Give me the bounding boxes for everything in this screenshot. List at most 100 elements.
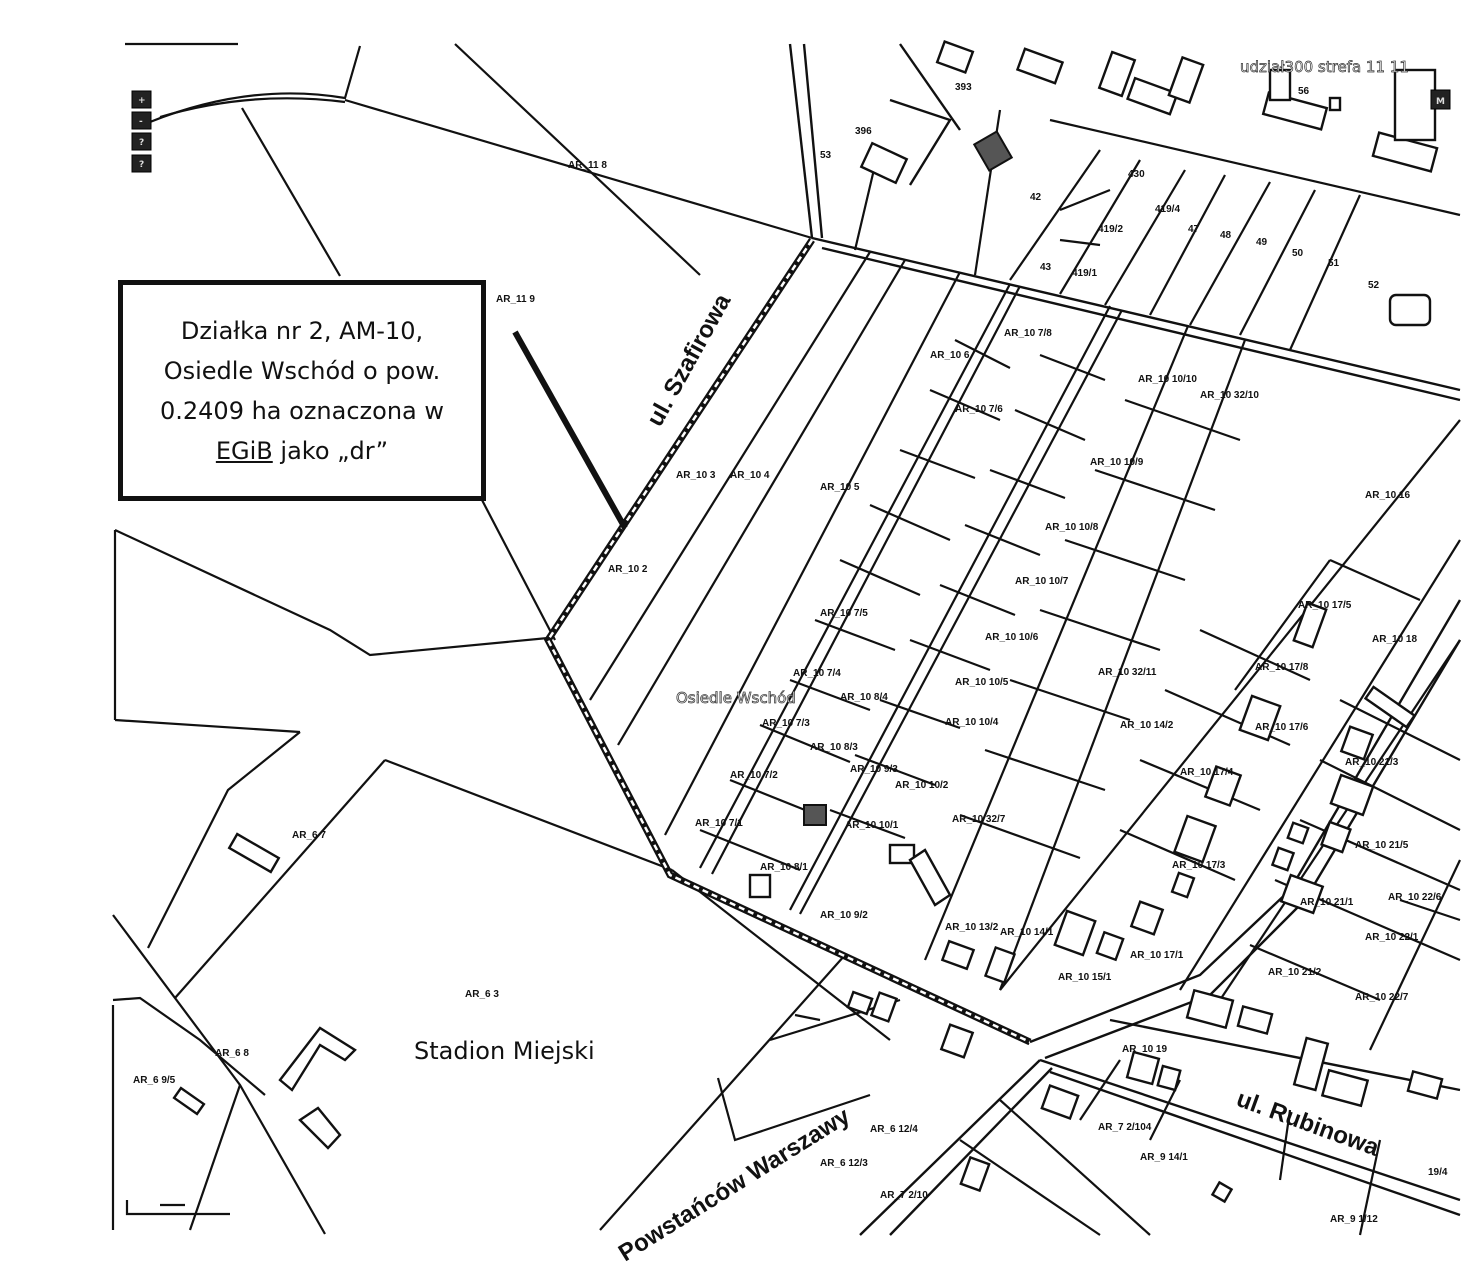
egib-abbreviation: EGiB: [215, 436, 273, 465]
parcel-label: AR_10 6: [930, 350, 970, 361]
parcel-label: AR_10 22/6: [1388, 892, 1442, 903]
parcel-label: 419/4: [1155, 204, 1180, 215]
parcel-label: AR_10 21/2: [1268, 967, 1322, 978]
parcel-info-callout: Działka nr 2, AM-10, Osiedle Wschód o po…: [118, 280, 486, 501]
zoom-out-icon: -: [139, 117, 143, 127]
parcel-label: AR_10 7/8: [1004, 328, 1052, 339]
zoom-in-button[interactable]: [131, 90, 152, 109]
parcel-label: AR_10 10/9: [1090, 457, 1144, 468]
parcel-label: AR_10 17/1: [1130, 950, 1184, 961]
parcel-label: AR_11 9: [496, 294, 535, 305]
parcel-label: AR_10 22/1: [1365, 932, 1419, 943]
callout-leader-line: [512, 330, 628, 530]
parcel-label: AR_6 12/3: [820, 1158, 868, 1169]
parcel-label: AR_10 15/1: [1058, 972, 1112, 983]
parcel-label: AR_10 17/4: [1180, 767, 1234, 778]
callout-line-rest: jako „dr”: [272, 436, 389, 465]
parcel-label: AR_10 18: [1372, 634, 1417, 645]
parcel-labels: AR_11 8 AR_11 9 AR_10 2 AR_10 3 AR_10 4 …: [133, 82, 1448, 1225]
district-label: Osiedle Wschód: [676, 689, 797, 708]
parcel-label: AR_10 21/5: [1355, 840, 1409, 851]
parcel-label: 430: [1128, 169, 1145, 180]
map-icon: M: [1436, 97, 1445, 107]
callout-text: Działka nr 2, AM-10, Osiedle Wschód o po…: [160, 311, 444, 471]
parcel-label: AR_10 10/4: [945, 717, 999, 728]
parcel-label: AR_10 8/1: [760, 862, 808, 873]
parcel-label: AR_10 14/1: [1000, 927, 1054, 938]
parcel-label: 52: [1368, 280, 1380, 291]
parcel-label: AR_10 10/8: [1045, 522, 1099, 533]
parcel-label: AR_10 2: [608, 564, 648, 575]
zoom-out-button[interactable]: [131, 111, 152, 130]
parcel-label: AR_6 9/5: [133, 1075, 176, 1086]
parcel-label: AR_9 14/1: [1140, 1152, 1188, 1163]
parcel-label: AR_10 7/3: [762, 718, 810, 729]
parcel-label: AR_10 9/2: [820, 910, 868, 921]
parcel-label: AR_10 17/5: [1298, 600, 1352, 611]
parcel-label: AR_7 2/10: [880, 1190, 928, 1201]
parcel-label: 396: [855, 126, 872, 137]
parcel-label: AR_10 10/7: [1015, 576, 1069, 587]
zoom-in-icon: +: [138, 96, 146, 106]
parcel-label: AR_10 5: [820, 482, 860, 493]
parcel-label: AR_10 19: [1122, 1044, 1167, 1055]
callout-line: Działka nr 2, AM-10,: [180, 316, 424, 345]
parcel-label: 47: [1188, 224, 1200, 235]
parcel-label: AR_10 32/11: [1098, 667, 1157, 678]
parcel-label: 393: [955, 82, 972, 93]
callout-line: 0.2409 ha oznaczona w: [159, 396, 444, 425]
parcel-label: AR_9 1/12: [1330, 1214, 1378, 1225]
parcel-label: AR_10 7/1: [695, 818, 743, 829]
parcel-label: 53: [820, 150, 832, 161]
parcel-label: AR_6 3: [465, 989, 499, 1000]
map-tool-button-1[interactable]: [131, 132, 152, 151]
parcel-label: 42: [1030, 192, 1042, 203]
parcel-label: AR_6 12/4: [870, 1124, 918, 1135]
parcel-label: AR_10 7/4: [793, 668, 841, 679]
highlighted-parcel-dr[interactable]: [543, 238, 1032, 1046]
parcel-label: 49: [1256, 237, 1268, 248]
parcel-label: 48: [1220, 230, 1232, 241]
map-layer-note: udział300 strefa 11 11: [1240, 58, 1410, 77]
parcel-label: 419/2: [1098, 224, 1123, 235]
map-tool-button-2[interactable]: [131, 154, 152, 173]
parcel-label: 50: [1292, 248, 1304, 259]
parcel-boundaries-west: [111, 42, 901, 1235]
parcel-label: AR_10 32/10: [1200, 390, 1259, 401]
parcel-label: AR_10 10/2: [895, 780, 949, 791]
parcel-label: AR_10 10/10: [1138, 374, 1197, 385]
parcel-label: AR_7 2/104: [1098, 1122, 1152, 1133]
parcel-label: 56: [1298, 86, 1310, 97]
parcel-grid-east: [589, 109, 1461, 1051]
stadium-label: Stadion Miejski: [414, 1037, 595, 1065]
parcel-label: AR_10 10/1: [845, 820, 899, 831]
help-icon: ?: [139, 138, 144, 148]
map-layers-button[interactable]: [1430, 89, 1451, 110]
parcel-label: 19/4: [1428, 1167, 1448, 1178]
parcel-label: AR_10 13/2: [945, 922, 999, 933]
road-south: [859, 599, 1462, 1236]
parcel-label: AR_10 21/1: [1300, 897, 1354, 908]
parcel-label: AR_10 14/2: [1120, 720, 1174, 731]
parcel-label: AR_10 7/2: [730, 770, 778, 781]
parcel-label: AR_10 7/6: [955, 404, 1003, 415]
parcel-label: AR_10 16: [1365, 490, 1410, 501]
parcel-label: AR_10 17/3: [1172, 860, 1226, 871]
parcel-label: AR_10 3: [676, 470, 716, 481]
road-north: [788, 43, 1461, 402]
parcel-label: 51: [1328, 258, 1340, 269]
zoom-controls[interactable]: + - ? ? M: [131, 89, 1451, 173]
parcel-label: 419/1: [1072, 268, 1097, 279]
parcel-label: 43: [1040, 262, 1052, 273]
street-label-szafirowa: ul. Szafirowa: [642, 289, 737, 431]
parcel-label: AR_10 21/3: [1345, 757, 1399, 768]
parcel-label: AR_11 8: [568, 160, 607, 171]
parcel-label: AR_10 8/3: [810, 742, 858, 753]
street-label-powstancow-warszawy: Powstańców Warszawy: [614, 1102, 855, 1267]
callout-line: EGiB jako „dr”: [160, 431, 444, 471]
parcel-label: AR_10 17/6: [1255, 722, 1309, 733]
parcel-label: AR_10 17/8: [1255, 662, 1309, 673]
parcel-label: AR_10 9/3: [850, 764, 898, 775]
